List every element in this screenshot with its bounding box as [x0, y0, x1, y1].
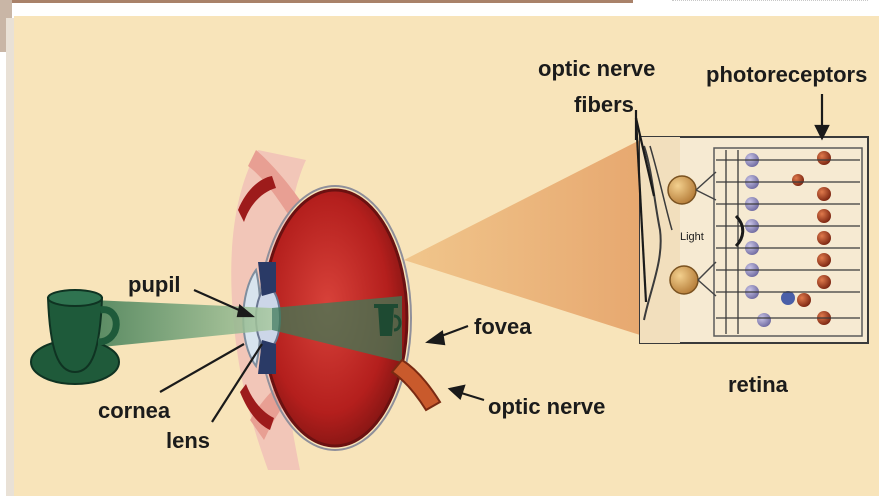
label-optic-nerve-fibers-line2: fibers	[574, 92, 634, 117]
fovea-arrowhead	[428, 332, 444, 344]
cornea-pointer	[160, 344, 244, 392]
label-optic-nerve-fibers-line1: optic nerve	[538, 56, 655, 81]
ganglion-cell-bottom	[670, 266, 698, 294]
cup-rim	[48, 290, 102, 306]
label-cornea: cornea	[98, 398, 171, 423]
label-photoreceptors: photoreceptors	[706, 62, 867, 87]
ganglion-cell-top	[668, 176, 696, 204]
label-light: Light	[680, 231, 704, 243]
retina-magnification-cone	[404, 140, 640, 335]
optic-nerve-stalk	[392, 360, 440, 410]
label-optic-nerve: optic nerve	[488, 394, 605, 419]
optic-nerve-arrowhead	[450, 386, 464, 398]
label-retina: retina	[728, 372, 789, 397]
label-fovea: fovea	[474, 314, 532, 339]
label-pupil: pupil	[128, 272, 181, 297]
label-lens: lens	[166, 428, 210, 453]
